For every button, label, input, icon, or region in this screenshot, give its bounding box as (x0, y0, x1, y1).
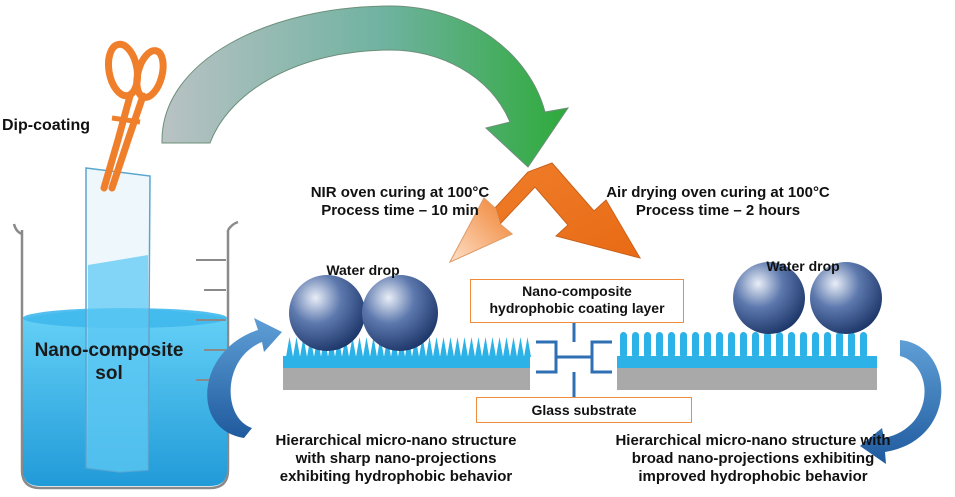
water-drop-left-label: Water drop (326, 262, 400, 278)
sol-label: Nano-composite sol (34, 340, 184, 384)
dip-coating-label: Dip-coating (2, 117, 90, 134)
left-caption: Hierarchical micro-nano structure with s… (275, 432, 517, 485)
split-arrow (448, 162, 642, 264)
right-curved-arrow (860, 340, 942, 464)
glass-substrate-label: Glass substrate (531, 402, 637, 418)
tweezers-icon (100, 40, 167, 192)
coating-layer-label: Nano-composite hydrophobic coating layer (489, 283, 665, 316)
right-caption: Hierarchical micro-nano structure with b… (615, 432, 891, 485)
right-surface (617, 262, 882, 390)
water-drop-right-label: Water drop (766, 258, 840, 274)
left-curved-arrow (207, 318, 282, 438)
air-curing-label: Air drying oven curing at 100°C Process … (606, 184, 830, 219)
center-connectors (536, 318, 612, 402)
glass-slide (85, 167, 151, 473)
nir-curing-label: NIR oven curing at 100°C Process time – … (310, 184, 490, 219)
coating-layer-box (470, 279, 684, 323)
process-curved-arrow (161, 5, 570, 168)
left-surface (283, 275, 531, 390)
glass-substrate-box (476, 397, 692, 423)
